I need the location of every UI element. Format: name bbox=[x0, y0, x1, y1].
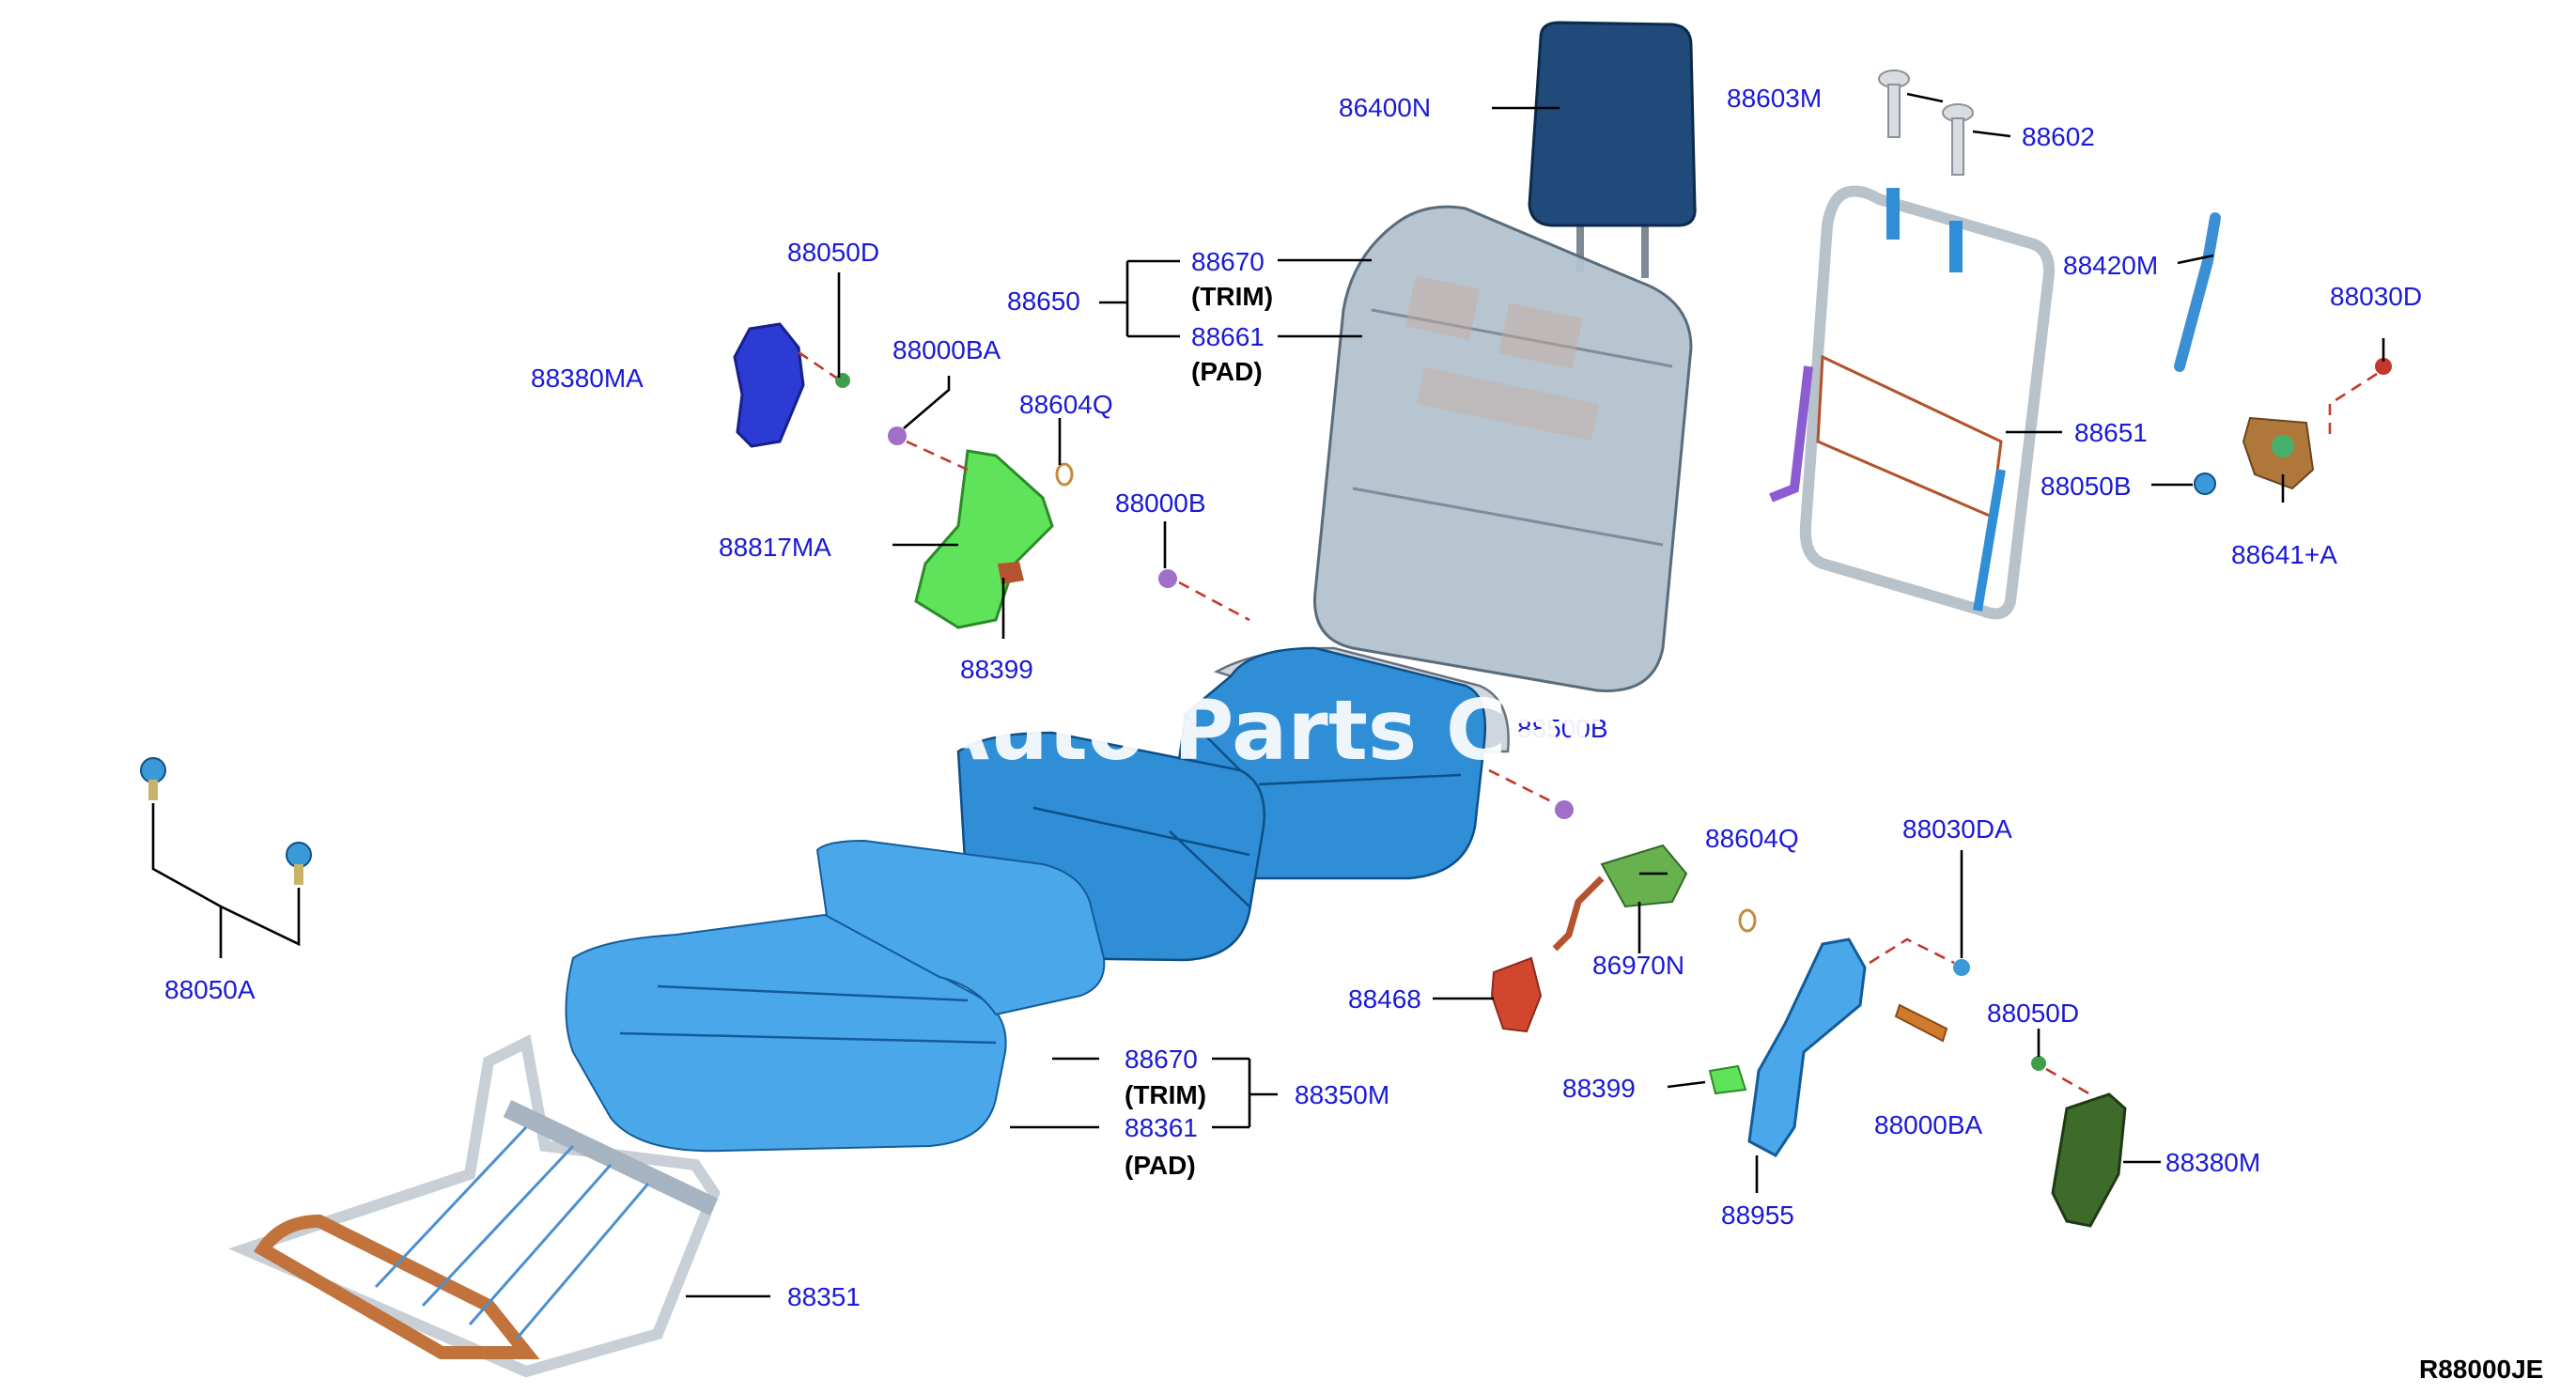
label-88650[interactable]: 88650 bbox=[1007, 287, 1080, 316]
pad-88399-top[interactable] bbox=[998, 562, 1024, 584]
label-88030da[interactable]: 88030DA bbox=[1902, 814, 2012, 844]
label-88000ba-bot[interactable]: 88000BA bbox=[1874, 1110, 1983, 1139]
bolt-88000ba-bot[interactable] bbox=[1894, 1003, 1948, 1043]
label-88000ba-top[interactable]: 88000BA bbox=[892, 335, 1001, 364]
label-88050d-bot[interactable]: 88050D bbox=[1987, 999, 2079, 1028]
label-88351[interactable]: 88351 bbox=[787, 1282, 861, 1311]
label-86970n[interactable]: 86970N bbox=[1592, 951, 1684, 980]
label-88468[interactable]: 88468 bbox=[1348, 984, 1421, 1014]
screw-88050d-top[interactable] bbox=[835, 373, 850, 388]
bolt-88602[interactable] bbox=[1942, 103, 1974, 176]
label-trim-top: (TRIM) bbox=[1191, 282, 1273, 311]
rod-part[interactable] bbox=[2174, 212, 2221, 372]
label-88399-bot[interactable]: 88399 bbox=[1562, 1074, 1636, 1103]
seat-cushion-frame-part[interactable] bbox=[228, 1034, 721, 1378]
label-88380ma[interactable]: 88380MA bbox=[531, 364, 644, 393]
label-pad-bot: (PAD) bbox=[1125, 1151, 1196, 1180]
bolt-88050a-b[interactable] bbox=[286, 842, 312, 885]
label-88955[interactable]: 88955 bbox=[1721, 1200, 1794, 1230]
reference-code: R88000JE bbox=[2419, 1355, 2543, 1384]
label-88604q-mid[interactable]: 88604Q bbox=[1705, 824, 1799, 853]
headrest-part[interactable] bbox=[1528, 21, 1697, 278]
label-88050d-top[interactable]: 88050D bbox=[787, 238, 879, 267]
seat-cushion-rear-part[interactable] bbox=[956, 646, 1510, 962]
side-cover-left-part[interactable] bbox=[733, 322, 805, 448]
label-88817ma[interactable]: 88817MA bbox=[719, 533, 831, 562]
bolt-88030d[interactable] bbox=[2375, 358, 2392, 375]
clip-88604q-top[interactable] bbox=[1055, 462, 1074, 487]
label-trim-bot: (TRIM) bbox=[1125, 1080, 1206, 1109]
label-pad-top: (PAD) bbox=[1191, 357, 1263, 386]
leader-lines bbox=[151, 92, 2385, 1298]
bolt-88603m[interactable] bbox=[1878, 70, 1910, 138]
bolt-88030da[interactable] bbox=[1953, 959, 1970, 976]
label-88604q-top[interactable]: 88604Q bbox=[1019, 390, 1113, 419]
label-88651[interactable]: 88651 bbox=[2074, 418, 2148, 447]
lever-86970n-part[interactable] bbox=[1552, 844, 1688, 952]
seat-cushion-front-part[interactable] bbox=[565, 839, 1106, 1153]
screw-88050d-bot[interactable] bbox=[2031, 1056, 2046, 1071]
label-88500b[interactable]: 88500B bbox=[1517, 714, 1608, 743]
label-88661[interactable]: 88661 bbox=[1191, 322, 1265, 351]
bracket-88955-part[interactable] bbox=[1747, 937, 1867, 1157]
bolt-88000ba-top[interactable] bbox=[888, 426, 907, 445]
label-88420m[interactable]: 88420M bbox=[2063, 251, 2158, 280]
label-88000b[interactable]: 88000B bbox=[1115, 488, 1206, 518]
bolt-88000b[interactable] bbox=[1158, 569, 1177, 588]
label-88050b[interactable]: 88050B bbox=[2041, 472, 2132, 501]
label-88641a[interactable]: 88641+A bbox=[2231, 540, 2337, 569]
bolt-88500b[interactable] bbox=[1555, 800, 1574, 819]
bolt-88050a-a[interactable] bbox=[140, 757, 166, 800]
label-88670-top[interactable]: 88670 bbox=[1191, 247, 1265, 276]
recliner-part[interactable] bbox=[2242, 416, 2315, 490]
pad-88399-bot[interactable] bbox=[1708, 1064, 1747, 1095]
label-88030d[interactable]: 88030D bbox=[2330, 282, 2422, 311]
label-88050a[interactable]: 88050A bbox=[164, 975, 256, 1004]
label-88603m[interactable]: 88603M bbox=[1727, 84, 1822, 113]
label-88380m[interactable]: 88380M bbox=[2165, 1148, 2260, 1177]
watermark-text: Auto Parts Catalog bbox=[925, 682, 1802, 779]
seat-back-part[interactable] bbox=[1313, 205, 1693, 692]
label-88350m[interactable]: 88350M bbox=[1295, 1080, 1389, 1109]
clip-88604q-mid[interactable] bbox=[1738, 908, 1757, 933]
knob-88468-part[interactable] bbox=[1490, 956, 1543, 1033]
label-88399-top[interactable]: 88399 bbox=[960, 655, 1033, 684]
label-88602[interactable]: 88602 bbox=[2022, 122, 2095, 151]
label-88670-bot[interactable]: 88670 bbox=[1125, 1045, 1198, 1074]
part-labels: 86400N 88603M 88602 88420M 88030D 88651 … bbox=[164, 84, 2422, 1311]
nut-88050b[interactable] bbox=[2194, 472, 2216, 495]
seat-back-frame-part[interactable] bbox=[1769, 185, 2055, 620]
label-88361[interactable]: 88361 bbox=[1125, 1113, 1198, 1142]
bracket-88817ma-part[interactable] bbox=[914, 449, 1054, 629]
label-86400n[interactable]: 86400N bbox=[1339, 93, 1431, 122]
side-cover-right-part[interactable] bbox=[2051, 1092, 2127, 1228]
